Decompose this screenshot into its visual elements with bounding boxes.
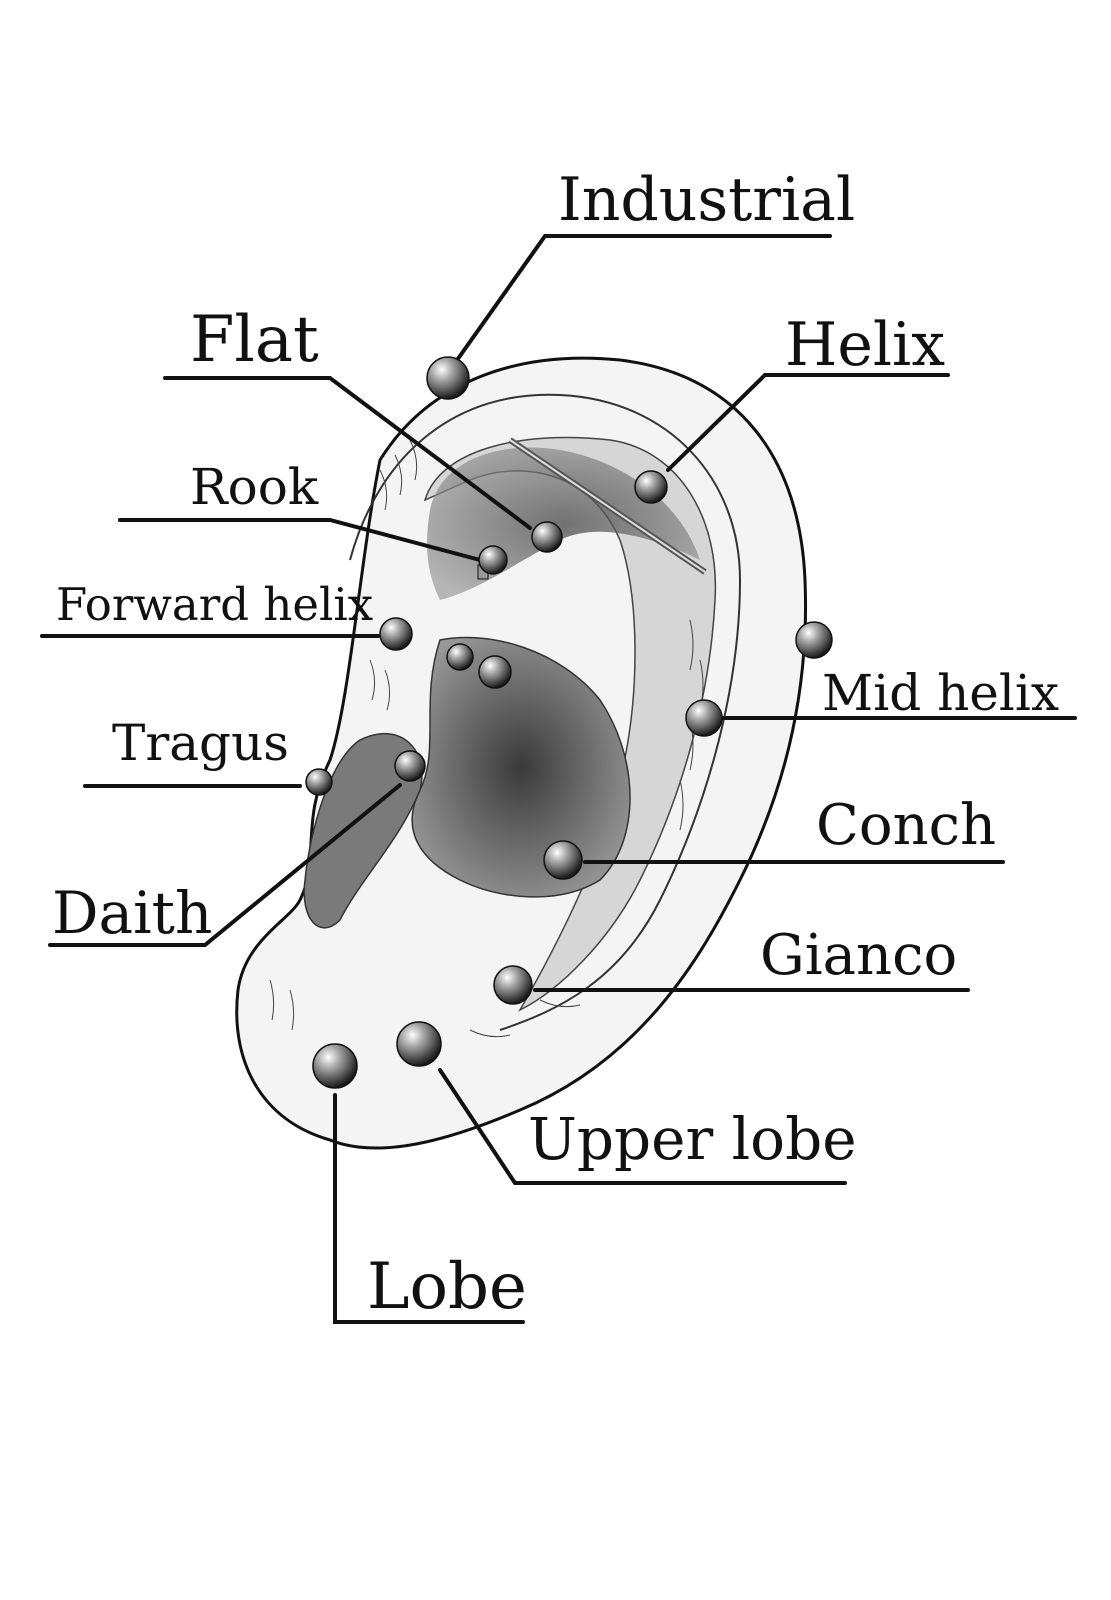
label-helix: Helix <box>785 310 946 380</box>
stud-snug-2 <box>478 655 512 689</box>
stud-rook <box>478 545 508 575</box>
hatching <box>269 439 704 1038</box>
leader-flat <box>163 376 532 530</box>
stud-daith <box>394 750 426 782</box>
stud-snug-1 <box>446 643 474 671</box>
label-lobe: Lobe <box>367 1250 527 1324</box>
label-flat: Flat <box>190 303 319 377</box>
leader-upper-lobe <box>438 1068 847 1185</box>
scapha <box>423 436 717 1012</box>
label-conch: Conch <box>816 793 997 858</box>
stud-tragus <box>305 768 333 796</box>
stud-conch <box>543 840 583 880</box>
leader-helix <box>666 373 950 472</box>
stud-lobe <box>312 1043 358 1089</box>
stud-upper-lobe <box>396 1021 442 1067</box>
stud-mid-helix <box>685 699 723 737</box>
stud-outer-helix <box>795 621 833 659</box>
stud-industrial <box>426 356 470 400</box>
leader-industrial <box>448 234 832 372</box>
label-tragus: Tragus <box>112 714 289 772</box>
label-gianco: Gianco <box>760 923 958 988</box>
leader-daith <box>48 783 402 947</box>
stud-flat <box>531 521 563 553</box>
label-daith: Daith <box>52 879 213 947</box>
leader-rook <box>118 518 482 562</box>
leader-lines <box>40 234 1077 1324</box>
stud-gianco <box>493 965 533 1005</box>
concha <box>411 636 631 898</box>
label-industrial: Industrial <box>558 165 856 235</box>
label-forward-helix: Forward helix <box>56 578 374 631</box>
leader-lobe <box>333 1093 525 1324</box>
stud-helix <box>634 470 668 504</box>
label-rook: Rook <box>190 458 319 516</box>
label-mid-helix: Mid helix <box>822 664 1060 722</box>
helix-rim <box>349 393 742 1031</box>
piercing-studs <box>305 356 833 1089</box>
label-upper-lobe: Upper lobe <box>528 1105 857 1173</box>
stud-forward-helix <box>379 617 413 651</box>
